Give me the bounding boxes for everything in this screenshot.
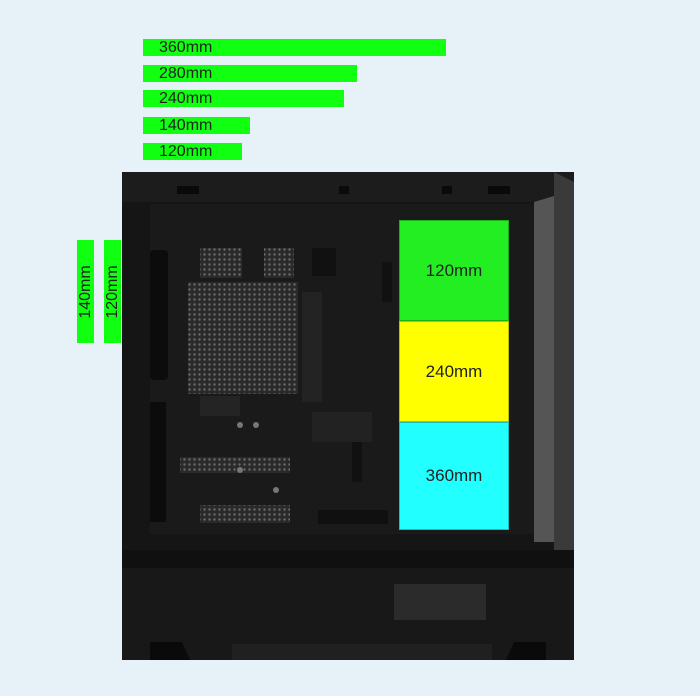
- vertical-bar-label: 120mm: [103, 264, 121, 319]
- size-bar-280mm: 280mm: [143, 65, 357, 82]
- size-bar-120mm: 120mm: [143, 143, 242, 160]
- zone-label: 360mm: [425, 466, 483, 485]
- vertical-bar-120mm: 120mm: [104, 240, 121, 343]
- size-bar-360mm: 360mm: [143, 39, 446, 56]
- zone-label: 240mm: [425, 361, 483, 381]
- zone-240mm: 240mm: [399, 321, 509, 422]
- zone-360mm: 360mm: [399, 422, 509, 530]
- zone-120mm: 120mm: [399, 220, 509, 321]
- size-bar-140mm: 140mm: [143, 117, 250, 134]
- size-bar-240mm: 240mm: [143, 90, 344, 107]
- vertical-bar-140mm: 140mm: [77, 240, 94, 343]
- vertical-bar-label: 140mm: [76, 264, 94, 319]
- zone-label: 120mm: [425, 260, 483, 280]
